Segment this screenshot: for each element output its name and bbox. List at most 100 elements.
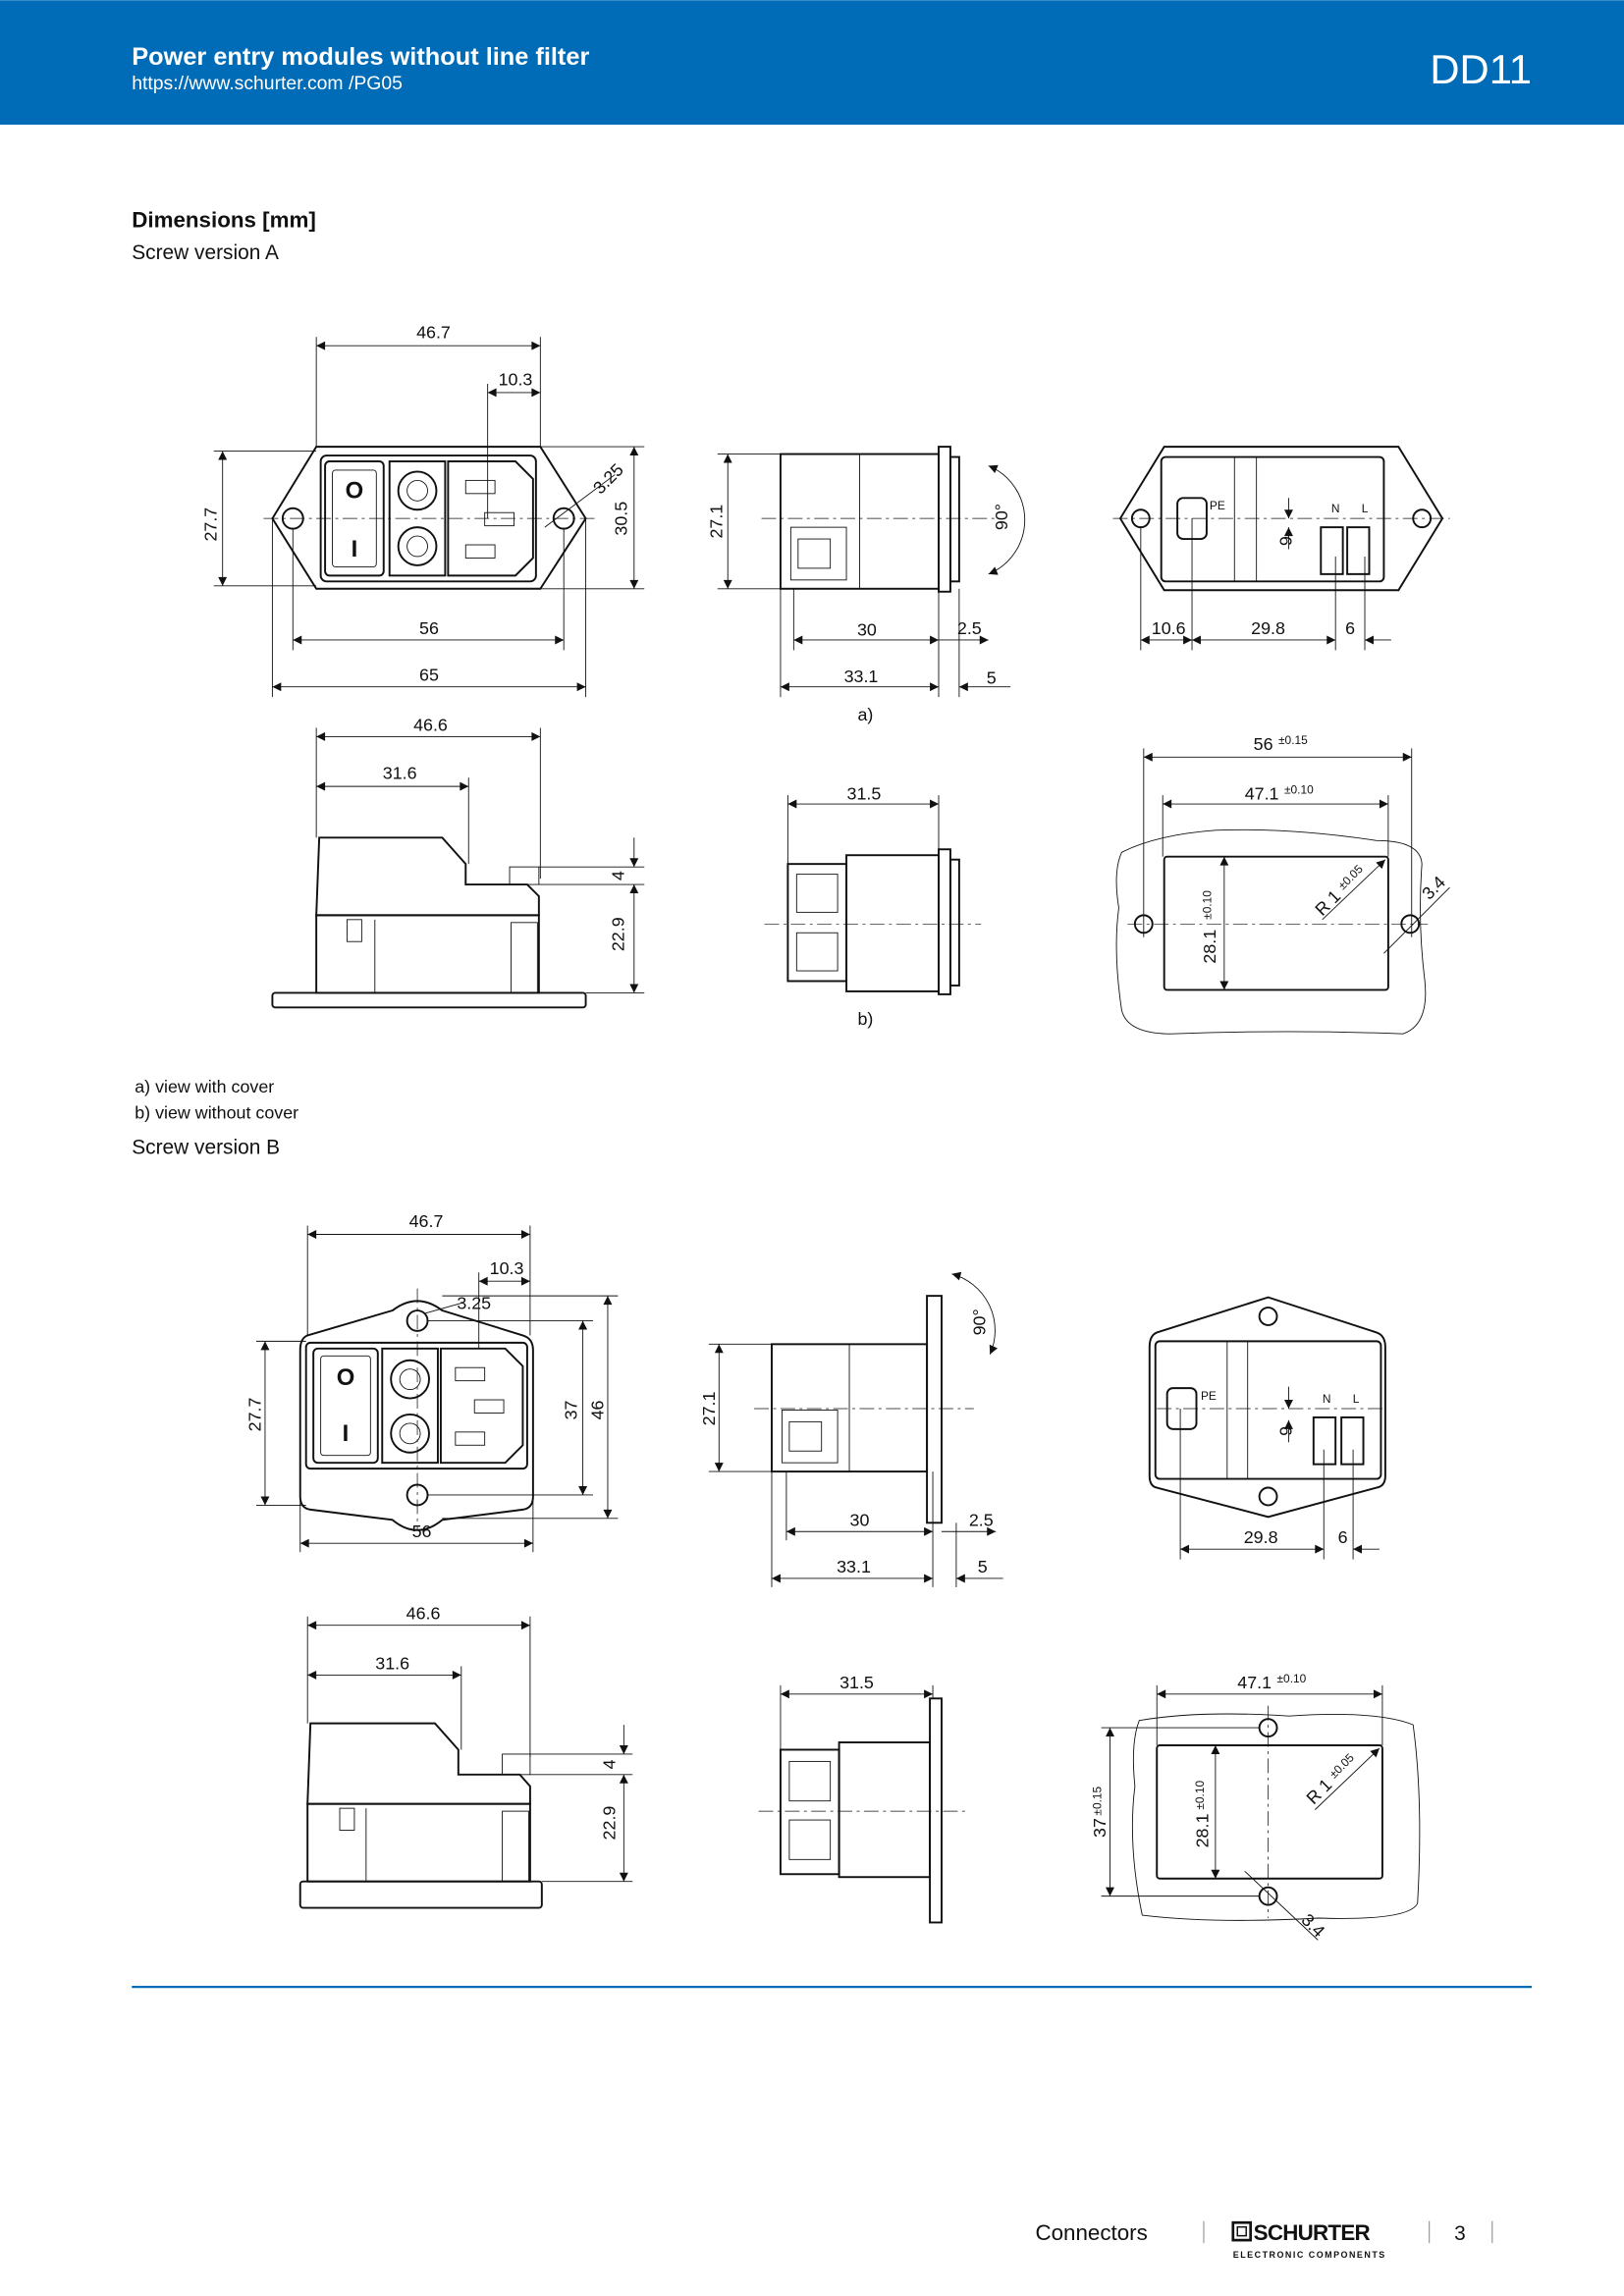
dim-label: 46.6 (413, 715, 448, 734)
drawing-outline (298, 1880, 543, 1909)
tolerance-label: ±0.15 (1278, 733, 1308, 747)
note-b: b) view without cover (135, 1103, 298, 1123)
dim-label: 37 (562, 1400, 581, 1419)
drawing-outline (845, 854, 940, 992)
drawing-outline (988, 464, 1026, 575)
dim-label: 10.3 (499, 369, 533, 389)
drawing-outline (315, 836, 540, 917)
footer-category: Connectors (1035, 2220, 1147, 2245)
dim-label: R 1 (1303, 1775, 1336, 1808)
drawing-outline (1163, 855, 1389, 991)
dim-label: 3.4 (1298, 1910, 1329, 1942)
header-background (0, 0, 1624, 125)
drawing-outline (464, 479, 496, 495)
switch-on-symbol: I (343, 1420, 350, 1447)
drawing-outline (397, 470, 438, 511)
drawing-outline (788, 1819, 832, 1860)
drawing-outline (1131, 1713, 1421, 1921)
brand-subtitle: ELECTRONIC COMPONENTS (1233, 2250, 1386, 2260)
drawing-outline (1160, 455, 1385, 583)
drawing-outline (1244, 1870, 1319, 1941)
tolerance-label: ±0.10 (1277, 1672, 1307, 1685)
drawing-outline (339, 1807, 355, 1831)
dim-label: 6 (1338, 1527, 1348, 1547)
dim-label: 31.5 (847, 784, 882, 804)
version-b-top-view: 46.6 31.6 4 22.9 (298, 1604, 633, 1909)
dim-label: 37 (1090, 1818, 1110, 1838)
dim-label: 47.1 (1245, 784, 1279, 804)
dim-label: 56 (419, 618, 439, 638)
drawing-outline (1236, 2225, 1247, 2237)
drawing-outline (1148, 1296, 1386, 1519)
drawing-outline (789, 526, 847, 581)
dim-label: 10.6 (1152, 618, 1186, 638)
header-url[interactable]: https://www.schurter.com /PG05 (132, 73, 403, 94)
drawing-outline (298, 1300, 534, 1531)
drawing-outline (788, 1760, 832, 1802)
drawing-outline (406, 535, 428, 558)
drawing-outline (511, 922, 538, 993)
drawing-outline (795, 874, 839, 913)
switch-on-symbol: I (352, 536, 358, 562)
drawing-outline (464, 544, 496, 559)
drawing-outline (1258, 1486, 1278, 1507)
drawing-outline (1322, 859, 1386, 921)
drawing-outline (502, 1753, 531, 1776)
header-bar: Power entry modules without line filter … (0, 0, 1624, 125)
dim-label: 28.1 (1200, 930, 1219, 964)
drawing-outline (306, 1802, 531, 1883)
brand-name: SCHURTER (1254, 2220, 1371, 2245)
tolerance-label: ±0.05 (1326, 1750, 1357, 1781)
dim-label: 3.4 (1418, 873, 1449, 904)
n-label: N (1331, 502, 1340, 515)
dim-label: 30 (857, 619, 877, 639)
dim-label: 6 (1276, 1426, 1296, 1436)
dim-label: 10.3 (490, 1258, 524, 1278)
dim-label: 27.7 (201, 507, 221, 542)
drawing-outline (424, 1303, 461, 1314)
version-a-top-view: 46.6 31.6 4 22.9 (271, 715, 645, 1009)
pe-label: PE (1201, 1389, 1217, 1403)
version-b-panel-cutout: 47.1 ±0.10 37 ±0.15 28.1 ±0.10 R 1 ±0.05… (1090, 1672, 1421, 1942)
dim-label: 31.6 (383, 764, 417, 783)
n-label: N (1323, 1392, 1331, 1406)
dim-label: 22.9 (599, 1806, 619, 1841)
drawing-outline (399, 1422, 421, 1445)
dim-label: 29.8 (1251, 618, 1285, 638)
dim-label: 3.25 (589, 459, 627, 498)
drawing-outline (544, 474, 616, 528)
dim-label: 46.7 (416, 323, 451, 343)
tolerance-label: ±0.10 (1284, 783, 1314, 797)
dim-label: 33.1 (837, 1557, 871, 1576)
dim-label: 33.1 (844, 667, 879, 686)
drawing-outline (509, 866, 540, 885)
drawing-outline (1346, 526, 1371, 575)
dim-label: 5 (987, 668, 997, 688)
dim-label: 46.7 (409, 1211, 444, 1231)
tolerance-label: ±0.10 (1200, 890, 1214, 920)
version-b-rear-view: PE N L 6 29.8 6 (1148, 1296, 1386, 1560)
tolerance-label: ±0.15 (1091, 1786, 1105, 1815)
dim-label: 5 (978, 1557, 988, 1576)
dim-label: 56 (1254, 734, 1273, 754)
drawing-outline (938, 446, 951, 593)
drawing-outline (838, 1741, 932, 1879)
drawing-outline (926, 1295, 943, 1524)
drawing-outline (788, 1420, 823, 1452)
product-code: DD11 (1430, 46, 1532, 92)
dim-label: 90° (992, 504, 1011, 530)
drawing-outline (381, 1347, 439, 1465)
note-a: a) view with cover (135, 1077, 274, 1096)
drawing-outline (948, 455, 960, 583)
dim-label: 27.7 (244, 1397, 264, 1431)
drawing-outline (399, 1368, 421, 1391)
drawing-outline (781, 1410, 839, 1464)
dim-label: 46 (587, 1400, 607, 1419)
version-a-panel-cutout: 56 ±0.15 47.1 ±0.10 28.1 ±0.10 R 1 ±0.05… (1115, 733, 1450, 1035)
version-a-side-open-view: 31.5 b) (764, 784, 982, 1029)
page-number: 3 (1454, 2222, 1466, 2245)
dim-label: 90° (970, 1308, 990, 1335)
drawing-outline (347, 919, 362, 942)
